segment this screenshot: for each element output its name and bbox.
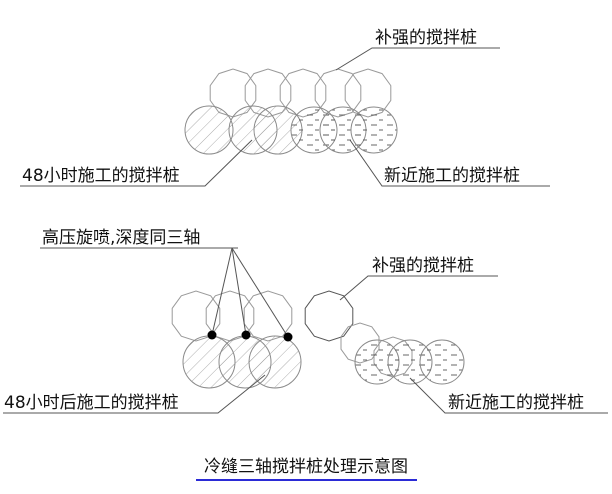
jet-grout-dot (283, 332, 293, 342)
top-new-pile-label: 新近施工的搅拌桩 (384, 166, 520, 186)
jet-leader-2 (231, 247, 247, 336)
jet-grout-dot (241, 330, 251, 340)
top-old-piles (184, 105, 303, 155)
bottom-old-piles (182, 335, 302, 389)
bottom-reinforce-label: 补强的搅拌桩 (372, 256, 474, 276)
diagram-caption: 冷缝三轴搅拌桩处理示意图 (204, 457, 408, 477)
top-new-piles (290, 106, 398, 154)
old-pile (248, 335, 302, 389)
caption-group: 冷缝三轴搅拌桩处理示意图 (196, 457, 417, 481)
bottom-new-pile-label: 新近施工的搅拌桩 (448, 393, 584, 413)
reinforce-pile (243, 290, 293, 342)
bottom-reinforce-leader (339, 275, 498, 301)
reinforce-pile (304, 290, 354, 342)
jet-leader-1 (211, 247, 233, 336)
new-pile (419, 339, 465, 385)
top-new-leader (349, 139, 550, 187)
jet-grout-dot (207, 330, 217, 340)
top-section: 补强的搅拌桩 48小时施工的搅拌桩 新近施工的搅拌桩 (20, 28, 550, 187)
new-pile (350, 106, 398, 154)
top-old-leader (20, 139, 253, 187)
top-reinforce-label: 补强的搅拌桩 (375, 28, 477, 48)
top-reinforce-leader (335, 47, 500, 71)
bottom-old-leader (3, 374, 266, 414)
bottom-section: 高压旋喷,深度同三轴 补强的搅拌桩 48小时后施工的搅拌桩 新近施工的搅拌桩 (3, 228, 608, 414)
jet-leader-3 (231, 247, 289, 338)
bottom-old-pile-label: 48小时后施工的搅拌桩 (4, 393, 179, 413)
bottom-new-piles (354, 339, 465, 385)
top-old-pile-label: 48小时施工的搅拌桩 (22, 166, 180, 186)
old-pile (184, 105, 234, 155)
jet-grout-label: 高压旋喷,深度同三轴 (42, 228, 200, 248)
bottom-new-leader (409, 377, 608, 414)
